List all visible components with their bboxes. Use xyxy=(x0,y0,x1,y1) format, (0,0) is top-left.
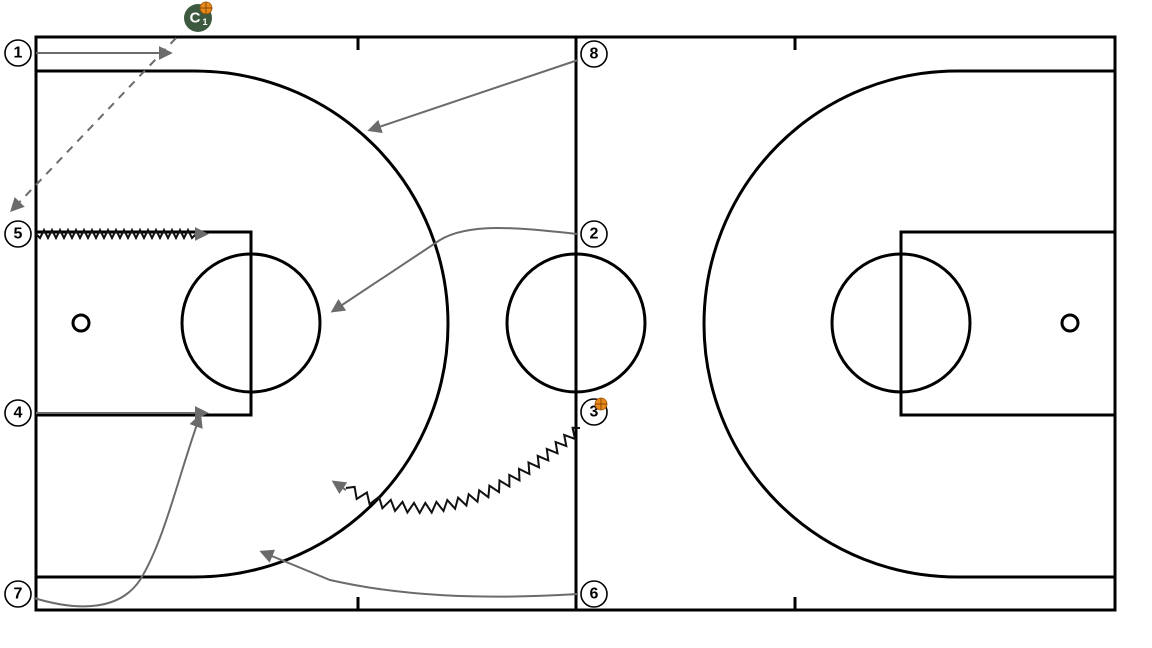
basket-right xyxy=(1060,313,1080,333)
coach-1-sublabel: 1 xyxy=(202,17,207,27)
player-6-circle xyxy=(580,580,608,608)
player-4-circle xyxy=(4,399,32,427)
three-point-line-left xyxy=(36,69,450,579)
cut-arrow-player-2 xyxy=(330,227,579,313)
player-2[interactable]: 2 xyxy=(580,220,608,248)
basket-left xyxy=(71,313,91,333)
dribble-path-player-3 xyxy=(345,426,581,516)
player-1[interactable]: 1 xyxy=(4,39,32,67)
player-6-label: 6 xyxy=(590,586,599,603)
free-throw-circle-left xyxy=(180,252,322,394)
player-3-label: 3 xyxy=(590,404,599,421)
basketball-icon xyxy=(199,1,213,15)
players: 1 2 3 4 5 6 7 xyxy=(4,1,608,608)
player-7-circle xyxy=(4,580,32,608)
player-1-label: 1 xyxy=(14,45,23,62)
dribble-path-player-5 xyxy=(35,227,197,241)
cut-arrow-player-7 xyxy=(33,413,203,608)
player-8-label: 8 xyxy=(590,46,599,63)
court xyxy=(34,35,1117,612)
dribble-arrowhead-player-3 xyxy=(331,480,348,495)
three-point-line-right xyxy=(702,69,1115,579)
player-5[interactable]: 5 xyxy=(4,220,32,248)
player-7[interactable]: 7 xyxy=(4,580,32,608)
player-7-label: 7 xyxy=(14,586,23,603)
player-5-circle xyxy=(4,220,32,248)
player-4[interactable]: 4 xyxy=(4,399,32,427)
player-3[interactable]: 3 xyxy=(580,397,608,426)
player-2-label: 2 xyxy=(590,226,599,243)
player-8[interactable]: 8 xyxy=(580,40,608,68)
coach-1-label: C xyxy=(190,10,201,27)
player-2-circle xyxy=(580,220,608,248)
basketball-icon xyxy=(594,397,608,411)
pass-arrow-coach xyxy=(10,37,177,213)
player-6[interactable]: 6 xyxy=(580,580,608,608)
player-1-circle xyxy=(4,39,32,67)
player-5-label: 5 xyxy=(14,226,23,243)
cut-arrow-player-8 xyxy=(367,59,579,134)
player-8-circle xyxy=(580,40,608,68)
movements xyxy=(10,37,581,608)
key-left xyxy=(34,230,253,417)
center-circle xyxy=(505,252,647,394)
free-throw-circle-right xyxy=(830,252,972,394)
cut-arrow-player-6 xyxy=(259,549,579,598)
coach-1[interactable]: C 1 xyxy=(184,1,213,32)
player-4-label: 4 xyxy=(14,405,23,422)
key-right xyxy=(899,230,1117,417)
